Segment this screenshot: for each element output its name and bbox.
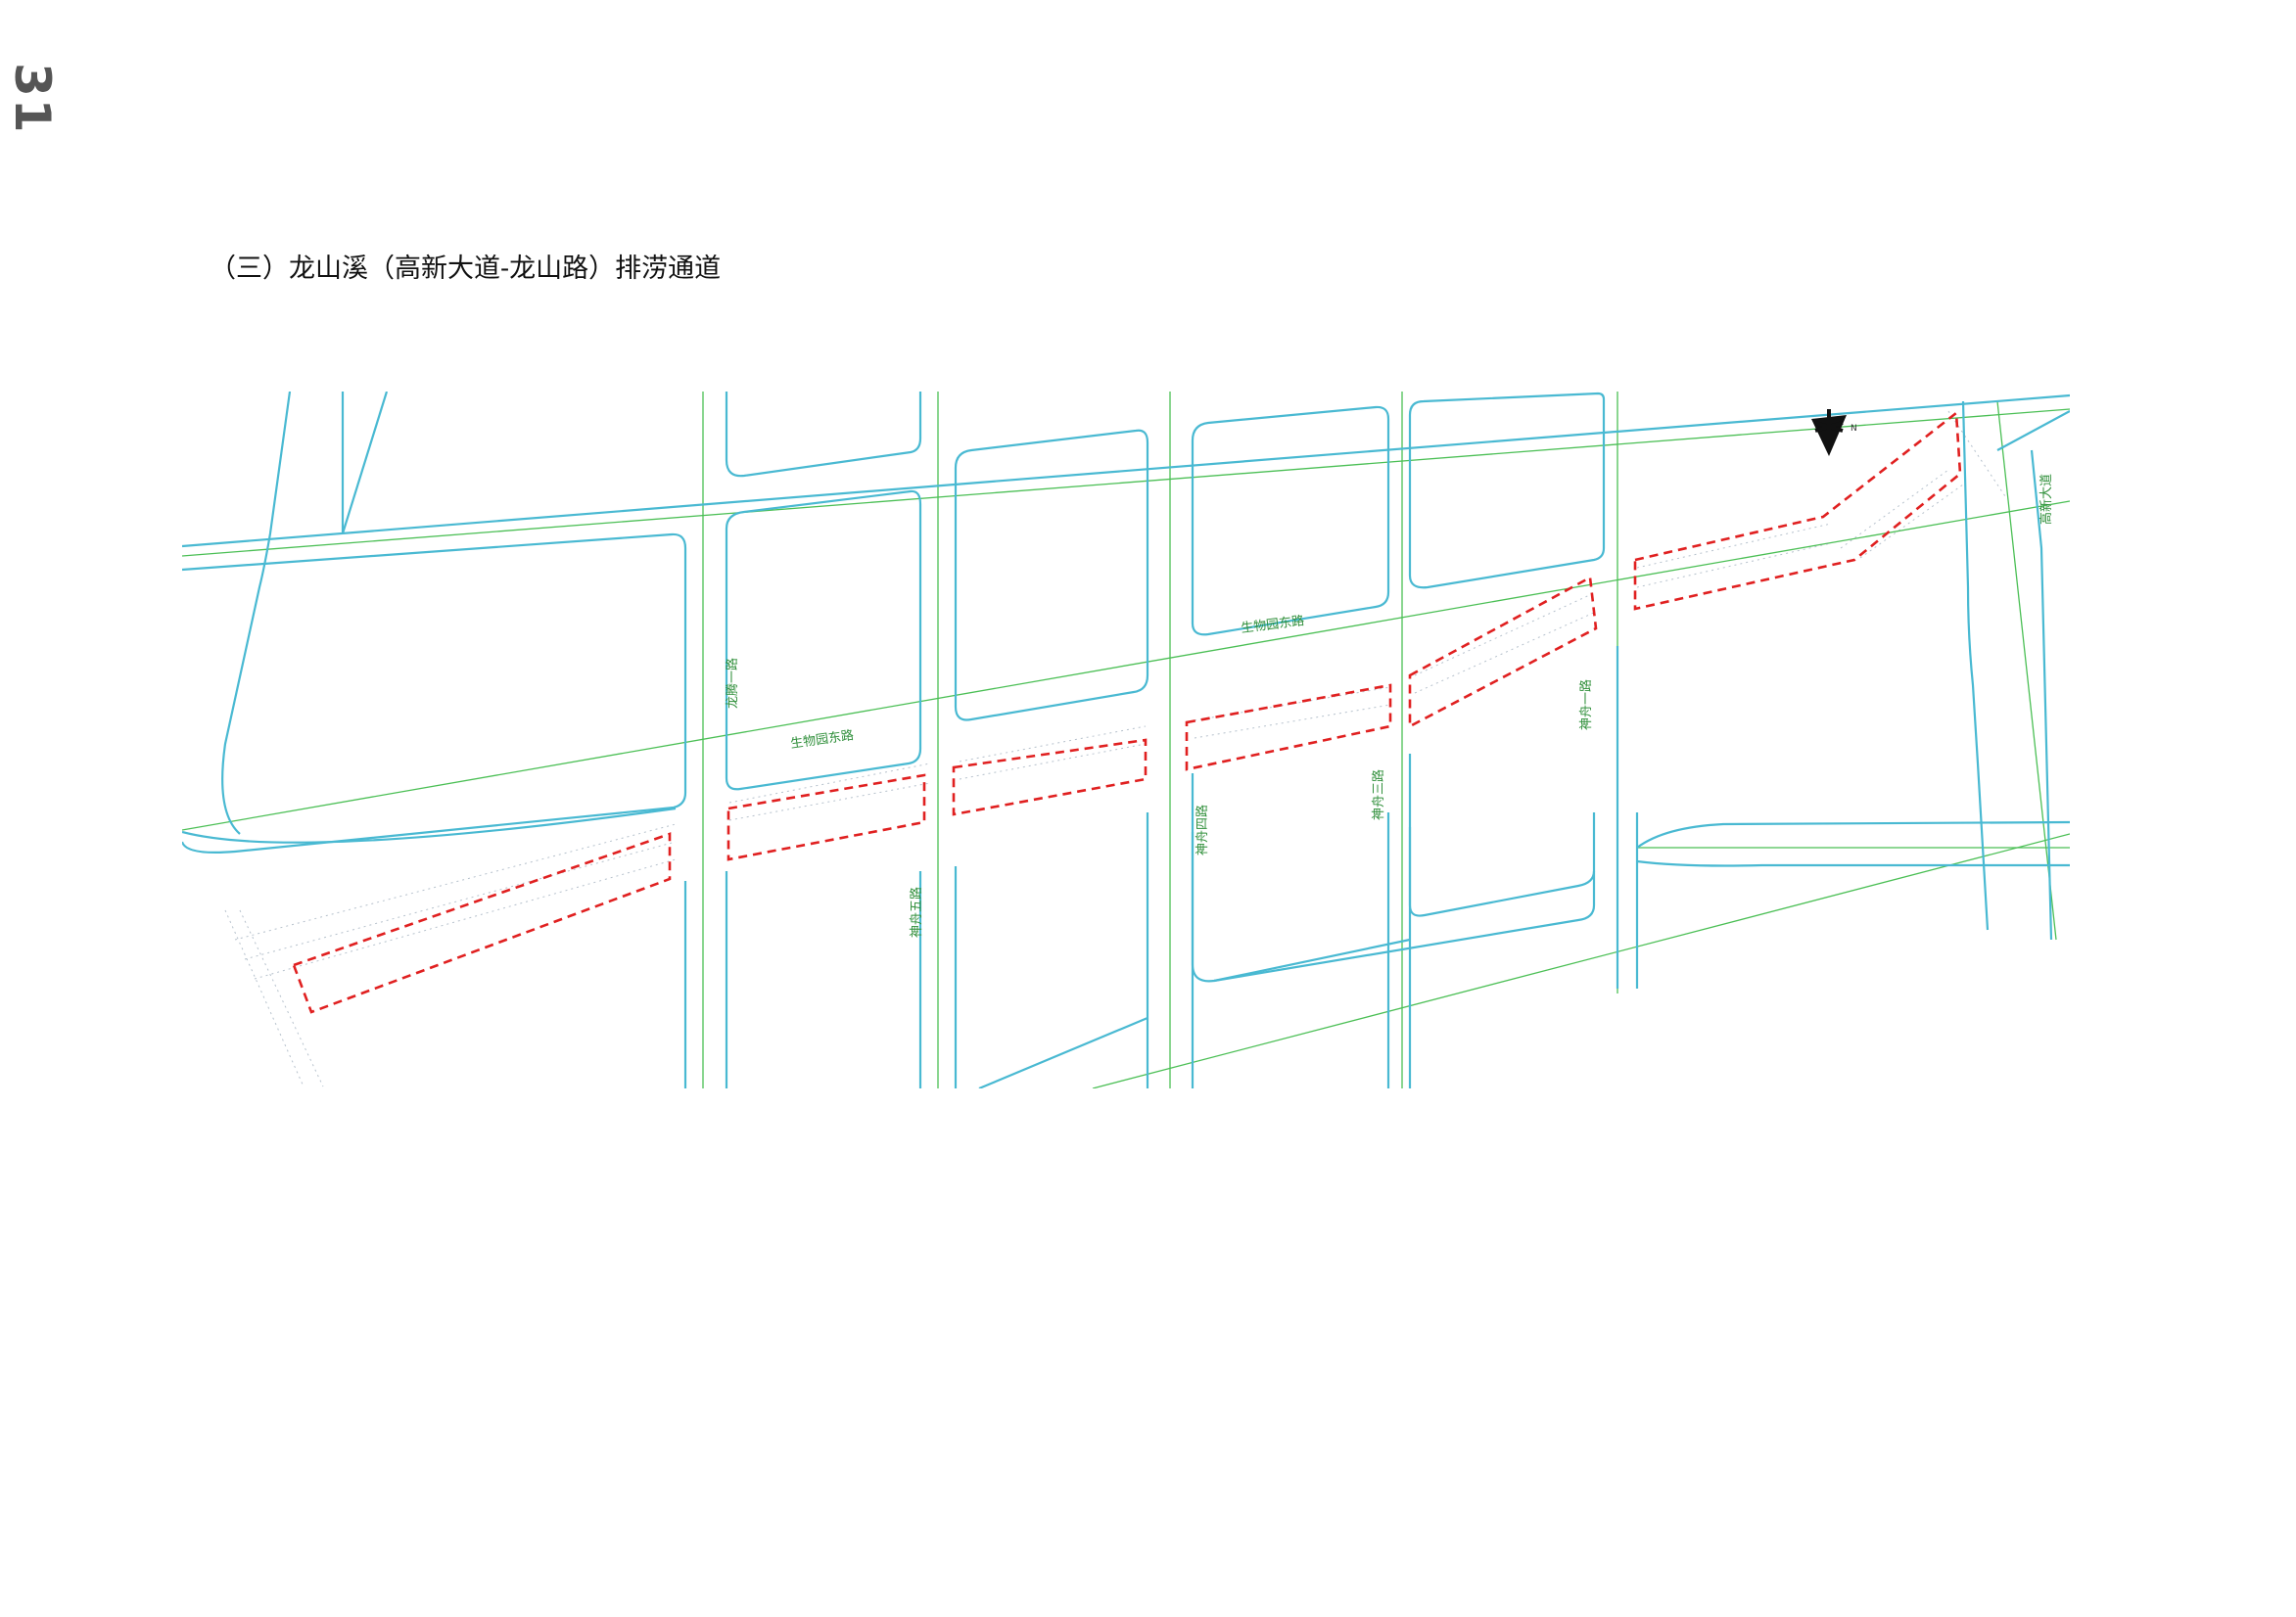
road-label-zhenwu-3: 神舟三路 bbox=[1371, 769, 1386, 820]
road-label-bio-east-2: 生物园东路 bbox=[789, 727, 855, 752]
svg-text:N: N bbox=[1851, 424, 1857, 434]
section-title: （三）龙山溪（高新大道-龙山路）排涝通道 bbox=[210, 254, 722, 284]
drainage-boundary bbox=[292, 410, 1962, 1014]
road-centerlines bbox=[182, 392, 2070, 1088]
road-edges bbox=[182, 392, 2070, 1088]
road-label-zhenwu-1: 神舟一路 bbox=[1578, 679, 1594, 730]
north-arrow-icon: N bbox=[1811, 409, 1857, 456]
road-label-bio-east-1: 生物园东路 bbox=[1241, 613, 1305, 636]
road-label-gaoxin-avenue: 高新大道 bbox=[2038, 474, 2054, 525]
channel-hatching bbox=[224, 410, 2008, 1087]
road-label-zhenwu-5: 神舟五路 bbox=[909, 887, 924, 938]
road-label-longteng-1: 龙腾一路 bbox=[725, 658, 740, 709]
road-label-zhenwu-4: 神舟四路 bbox=[1195, 805, 1210, 855]
